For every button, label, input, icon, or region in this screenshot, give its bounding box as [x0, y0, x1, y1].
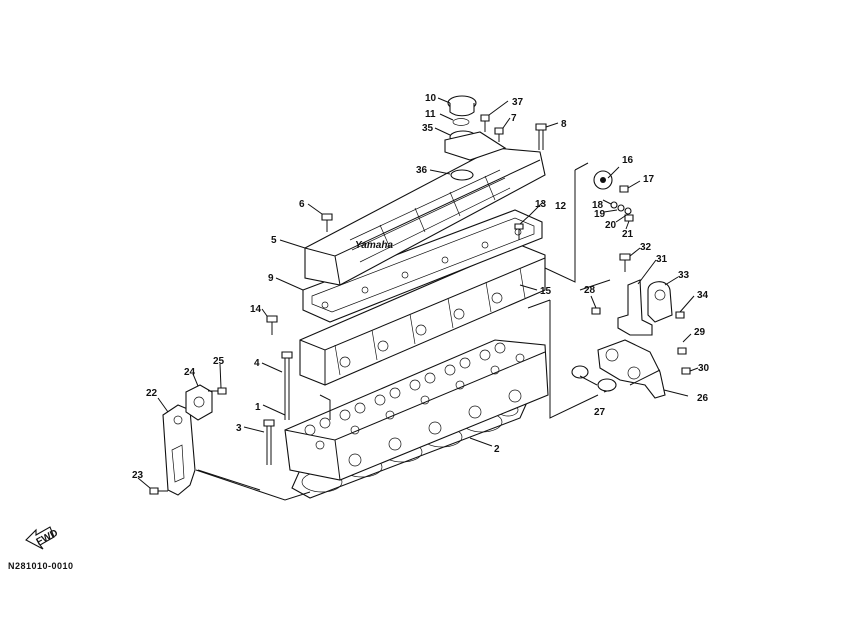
callout-32: 32: [640, 242, 652, 253]
callout-7: 7: [511, 113, 517, 124]
callout-12: 12: [555, 201, 567, 212]
callout-8: 8: [561, 119, 567, 130]
callout-21: 21: [622, 229, 634, 240]
callout-27: 27: [594, 407, 606, 418]
callout-13: 13: [535, 199, 547, 210]
cover-gasket: [302, 209, 543, 323]
callout-2: 2: [494, 444, 500, 455]
callout-labels: 1 2 3 4 5 6 7 8 9 10 11 12 13 14 15 16 1…: [132, 93, 710, 481]
forward-arrow-text: FWD: [35, 528, 60, 548]
head-cover: Yamaha: [304, 147, 546, 286]
callout-25: 25: [213, 356, 225, 367]
callout-19: 19: [594, 209, 606, 220]
callout-26: 26: [697, 393, 709, 404]
callout-1: 1: [255, 402, 261, 413]
callout-10: 10: [425, 93, 437, 104]
cylinder-head: [284, 339, 549, 481]
callout-9: 9: [268, 273, 274, 284]
callout-18: 18: [592, 200, 604, 211]
forward-arrow-icon: FWD: [25, 526, 60, 550]
callout-37: 37: [512, 97, 524, 108]
callout-24: 24: [184, 367, 196, 378]
left-brackets: [149, 384, 227, 496]
callout-5: 5: [271, 235, 277, 246]
leader-lines: [137, 97, 699, 501]
callout-3: 3: [236, 423, 242, 434]
callout-22: 22: [146, 388, 158, 399]
callout-14: 14: [250, 304, 262, 315]
callout-34: 34: [697, 290, 709, 301]
callout-15: 15: [540, 286, 552, 297]
callout-36: 36: [416, 165, 428, 176]
callout-4: 4: [254, 358, 260, 369]
callout-16: 16: [622, 155, 634, 166]
callout-11: 11: [425, 109, 436, 120]
callout-30: 30: [698, 363, 710, 374]
bolts: [263, 213, 524, 465]
right-parts: [571, 170, 691, 399]
callout-31: 31: [656, 254, 668, 265]
callout-17: 17: [643, 174, 655, 185]
oil-filler-assembly: [444, 95, 547, 181]
callout-6: 6: [299, 199, 305, 210]
cover-brand-text: Yamaha: [355, 240, 393, 251]
callout-20: 20: [605, 220, 617, 231]
callout-33: 33: [678, 270, 690, 281]
callout-29: 29: [694, 327, 706, 338]
callout-35: 35: [422, 123, 434, 134]
callout-28: 28: [584, 285, 596, 296]
callout-23: 23: [132, 470, 144, 481]
diagram-code: N281010-0010: [8, 561, 74, 571]
